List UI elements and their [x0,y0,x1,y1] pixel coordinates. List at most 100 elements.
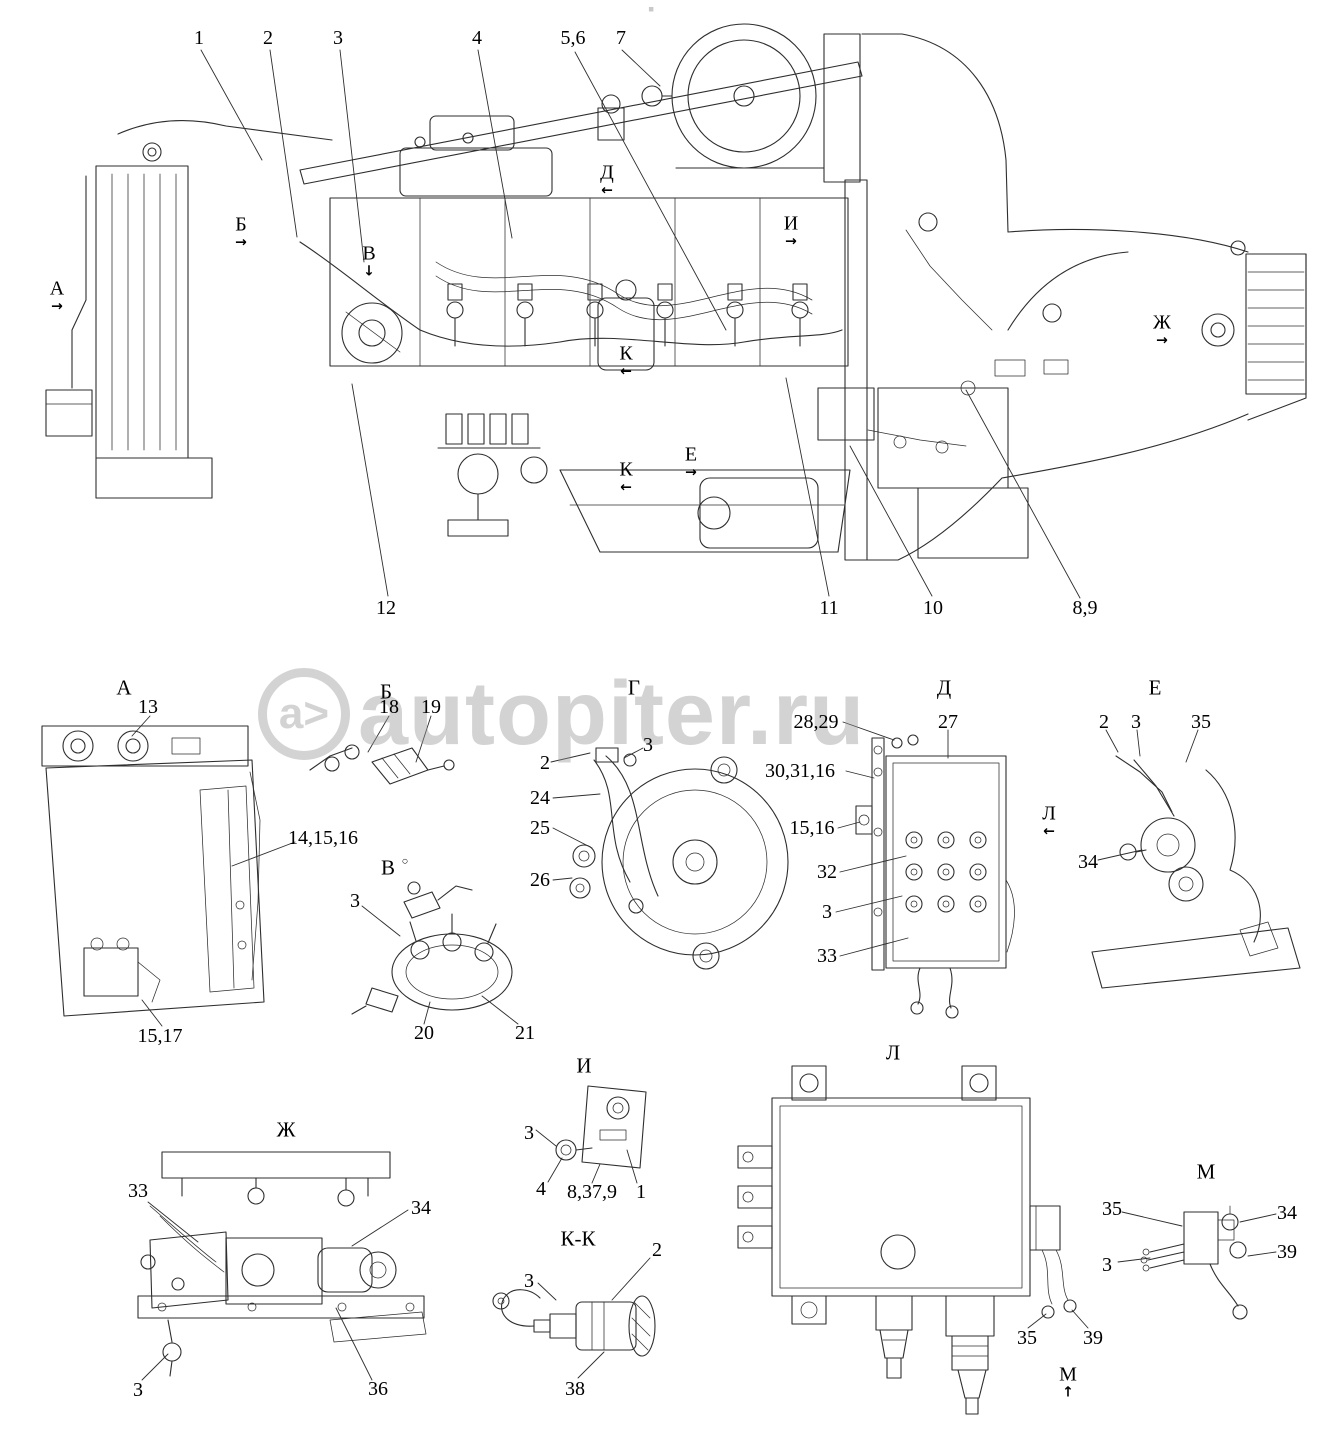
detail-view-e-drawing [1091,729,1301,989]
view-dir-zh-right-arrow-icon: → [1156,332,1168,349]
callout-kk-3-text: 3 [524,1270,534,1292]
callout-m-39-text: 39 [1277,1241,1297,1263]
view-dir-zh-text: Ж [1153,311,1171,334]
callout-10-text: 10 [923,597,943,619]
callout-e-35: 35 [1191,712,1211,732]
callout-d-28-29: 28,29 [794,712,839,732]
callout-m-3-text: 3 [1102,1254,1112,1276]
view-dir-k-top: К← [619,344,632,379]
view-dir-m: М↑ [1059,1365,1077,1400]
view-title-g-text: Г [627,675,641,700]
callout-d-33: 33 [817,946,837,966]
callout-g-26-text: 26 [530,869,550,891]
callout-b-19: 19 [421,697,441,717]
callout-1: 1 [194,28,204,48]
callout-d-15-16-text: 15,16 [789,817,835,839]
callout-kk-38: 38 [565,1379,585,1399]
callout-zh-33: 33 [128,1181,148,1201]
view-dir-v-text: В [362,242,376,265]
callout-d-15-16: 15,16 [790,818,835,838]
callout-d-32: 32 [817,862,837,882]
view-dir-a-text: А [49,277,65,300]
callout-kk-2: 2 [652,1240,662,1260]
view-title-e-text: Е [1148,675,1162,700]
detail-view-g-drawing [550,747,789,970]
callout-v-3-text: 3 [350,890,360,912]
view-title-m-text: М [1196,1159,1216,1184]
main-assembly-drawing [45,23,1307,599]
view-dir-k-bottom-text: К [619,458,633,481]
view-dir-k-bottom-left-arrow-icon: ← [620,479,632,496]
callout-m-34: 34 [1277,1203,1297,1223]
callout-e-34: 34 [1078,852,1098,872]
callout-4-text: 4 [472,27,482,49]
callout-12: 12 [376,598,396,618]
callout-v-21: 21 [515,1023,535,1043]
callout-m-35-text: 35 [1102,1198,1122,1220]
callout-a-14-15-16: 14,15,16 [288,828,358,848]
callout-8-9-text: 8,9 [1072,597,1098,619]
callout-kk-38-text: 38 [565,1378,585,1400]
callout-l-39-text: 39 [1083,1327,1103,1349]
callout-b-18: 18 [379,697,399,717]
callout-e-34-text: 34 [1078,851,1098,873]
view-dir-d: Д← [600,163,614,198]
view-title-a: А [116,677,131,699]
callout-d-32-text: 32 [817,861,837,883]
callout-g-2-text: 2 [540,752,550,774]
callout-kk-3: 3 [524,1271,534,1291]
view-dir-d-text: Д [600,161,614,184]
view-title-kk: К-К [560,1228,595,1250]
detail-view-kk-drawing [492,1257,656,1379]
view-dir-v: В↓ [362,244,375,279]
callout-7-text: 7 [616,27,626,49]
callout-i-1: 1 [636,1182,646,1202]
callout-i-8-37-9: 8,37,9 [567,1182,617,1202]
callout-m-35: 35 [1102,1199,1122,1219]
view-title-l: Л [886,1042,900,1064]
callout-g-26: 26 [530,870,550,890]
view-dir-e-text: Е [684,443,698,466]
detail-view-zh-drawing [137,1151,427,1381]
callout-d-3-text: 3 [822,901,832,923]
callout-4: 4 [472,28,482,48]
callout-v-21-text: 21 [515,1022,535,1044]
view-dir-k-top-left-arrow-icon: ← [620,363,632,380]
callout-l-39: 39 [1083,1328,1103,1348]
callout-g-25: 25 [530,818,550,838]
callout-10: 10 [923,598,943,618]
view-dir-a: А→ [50,279,64,314]
view-title-e: Е [1148,675,1162,700]
callout-d-33-text: 33 [817,945,837,967]
view-dir-b-right-arrow-icon: → [235,234,247,251]
view-dir-k-bottom: К← [619,460,632,495]
callout-zh-36-text: 36 [368,1378,388,1400]
callout-zh-34: 34 [411,1198,431,1218]
page-corner-mark: ▪ [647,4,655,15]
callout-i-3-text: 3 [524,1122,534,1144]
callout-a-15-17: 15,17 [138,1026,183,1046]
view-dir-k-top-text: К [619,342,633,365]
callout-d-3: 3 [822,902,832,922]
page-corner-mark-text: ▪ [647,4,655,15]
view-title-zh-text: Ж [276,1117,296,1142]
callout-a-13: 13 [138,697,158,717]
callout-zh-36: 36 [368,1379,388,1399]
callout-8-9: 8,9 [1073,598,1098,618]
view-dir-l-text: Л [1042,802,1056,825]
callout-m-34-text: 34 [1277,1202,1297,1224]
view-title-i-text: И [576,1053,592,1078]
callout-3: 3 [333,28,343,48]
callout-a-13-text: 13 [138,696,158,718]
main-leader-lines [200,49,1081,599]
callout-v-20: 20 [414,1023,434,1043]
view-title-v-text: В [380,855,396,880]
callout-zh-33-text: 33 [128,1180,148,1202]
callout-d-27: 27 [938,712,958,732]
view-dir-m-up-arrow-icon: ↑ [1062,1384,1074,1401]
callout-d-27-text: 27 [938,711,958,733]
detail-view-b-drawing [309,715,455,785]
callout-i-4: 4 [536,1179,546,1199]
